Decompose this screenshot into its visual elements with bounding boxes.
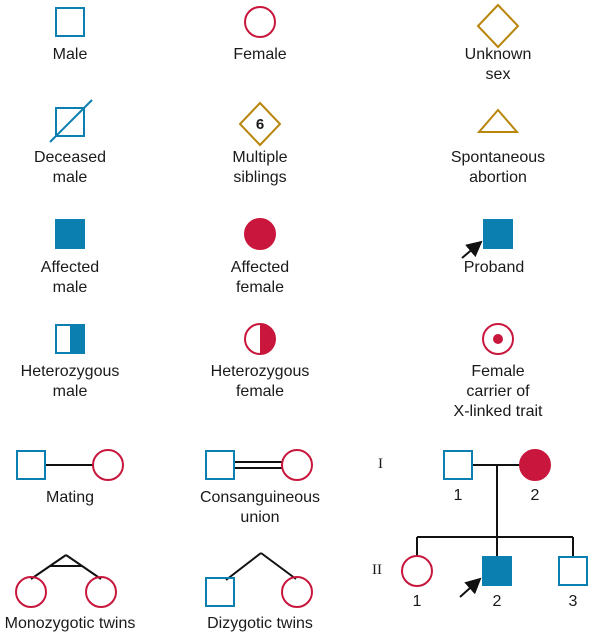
heterozygous-female-label: Heterozygous female	[210, 363, 310, 400]
monozygotic-twins-icon	[15, 554, 117, 608]
male-square-icon	[55, 7, 85, 37]
unknown-sex-label: Unknown sex	[464, 46, 532, 83]
proband-icon	[461, 219, 513, 259]
dizygotic-twins-label: Dizygotic twins	[207, 615, 313, 632]
proband-label: Proband	[463, 259, 525, 276]
mating-label: Mating	[45, 489, 95, 506]
gen2-female-1	[401, 555, 433, 587]
female-label: Female	[233, 46, 287, 63]
male-label: Male	[52, 46, 88, 63]
generation-2-label: II	[372, 562, 382, 578]
gen2-affected-male-2	[482, 556, 512, 586]
spontaneous-abortion-triangle-icon	[476, 108, 520, 133]
monozygotic-twins-label: Monozygotic twins	[4, 615, 136, 632]
female-circle-icon	[244, 6, 276, 38]
affected-female-label: Affected female	[230, 259, 290, 296]
multiple-siblings-count: 6	[256, 116, 264, 133]
deceased-male-label: Deceased male	[33, 149, 107, 186]
multiple-siblings-diamond-icon	[238, 101, 282, 147]
affected-female-icon	[244, 218, 276, 250]
multiple-siblings-label: Multiple siblings	[232, 149, 288, 186]
gen2-male-3	[558, 556, 588, 586]
pedigree-chart	[401, 449, 588, 598]
female-carrier-icon	[482, 323, 514, 355]
affected-male-label: Affected male	[40, 259, 100, 296]
deceased-male-icon	[49, 99, 93, 143]
generation-1-label: I	[378, 456, 383, 472]
gen2-number-1: 1	[412, 593, 422, 610]
unknown-sex-diamond-icon	[476, 3, 520, 49]
female-carrier-label: Female carrier of X-linked trait	[453, 363, 543, 420]
gen1-female-2	[519, 449, 551, 481]
proband-arrow-icon	[461, 240, 483, 259]
heterozygous-female-icon	[244, 323, 276, 355]
gen2-number-3: 3	[568, 593, 578, 610]
spontaneous-abortion-label: Spontaneous abortion	[450, 149, 546, 186]
mating-icon	[16, 449, 124, 481]
consanguineous-union-icon	[205, 449, 313, 481]
gen1-number-2: 2	[530, 487, 540, 504]
gen2-proband-arrow-icon	[459, 577, 482, 598]
heterozygous-male-label: Heterozygous male	[20, 363, 120, 400]
gen1-number-1: 1	[453, 487, 463, 504]
consanguineous-union-label: Consanguineous union	[199, 489, 321, 526]
gen1-male-1	[443, 450, 473, 480]
dizygotic-twins-icon	[205, 552, 313, 608]
gen2-number-2: 2	[492, 593, 502, 610]
heterozygous-male-icon	[55, 324, 85, 354]
affected-male-icon	[55, 219, 85, 249]
